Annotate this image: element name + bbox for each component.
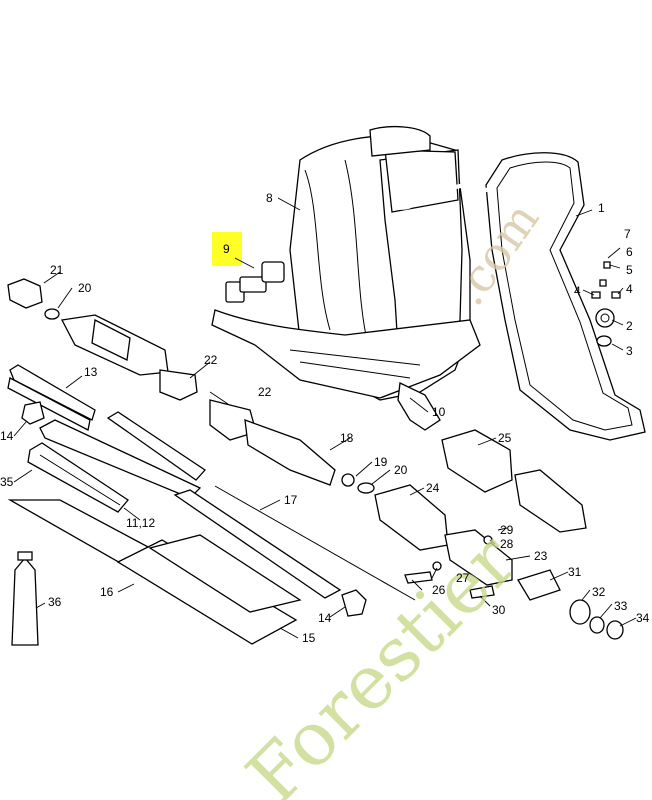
callout-24: 24 xyxy=(426,481,440,495)
callout-28: 28 xyxy=(500,537,514,551)
callout-21: 21 xyxy=(50,263,64,277)
callout-25: 25 xyxy=(498,431,512,445)
callout-36: 36 xyxy=(48,595,62,609)
callout-14b: 14 xyxy=(318,611,332,625)
grease-tube xyxy=(11,551,39,646)
callout-20b: 20 xyxy=(394,463,408,477)
callout-14a: 14 xyxy=(0,429,14,443)
callout-20a: 20 xyxy=(78,281,92,295)
waist-belt xyxy=(211,309,481,431)
callout-22a: 22 xyxy=(204,353,218,367)
callout-4a: 4 xyxy=(574,284,581,298)
left-tube-parts xyxy=(7,278,416,601)
callout-31: 31 xyxy=(568,565,582,579)
callout-35: 35 xyxy=(0,475,14,489)
callout-17: 17 xyxy=(284,493,298,507)
callout-9-highlight xyxy=(212,232,242,266)
callout-32: 32 xyxy=(592,585,606,599)
callout-15: 15 xyxy=(302,631,316,645)
callout-18: 18 xyxy=(340,431,354,445)
callout-8: 8 xyxy=(266,191,273,205)
callout-19: 19 xyxy=(374,455,388,469)
callout-13: 13 xyxy=(84,365,98,379)
callout-23: 23 xyxy=(534,549,548,563)
callout-2: 2 xyxy=(626,319,633,333)
callout-3: 3 xyxy=(626,344,633,358)
callout-labels: 1 2 3 4 4 5 6 7 8 9 10 11,12 13 14 14 15… xyxy=(0,191,650,645)
callout-34: 34 xyxy=(636,611,650,625)
callout-26: 26 xyxy=(432,583,446,597)
callout-16: 16 xyxy=(100,585,114,599)
callout-4b: 4 xyxy=(626,282,633,296)
label-sheets xyxy=(7,499,302,645)
callout-27: 27 xyxy=(456,571,470,585)
callout-6: 6 xyxy=(626,245,633,259)
callout-5: 5 xyxy=(626,263,633,277)
callout-9: 9 xyxy=(223,242,230,256)
callout-22b: 22 xyxy=(258,385,272,399)
backpack-frame xyxy=(485,152,646,441)
callout-1: 1 xyxy=(598,201,605,215)
callout-11-12: 11,12 xyxy=(126,516,155,530)
leader-lines xyxy=(13,197,637,639)
buckle-part xyxy=(212,232,285,303)
callout-33: 33 xyxy=(614,599,628,613)
hardware-screws xyxy=(591,261,621,347)
right-components xyxy=(341,429,624,640)
callout-10: 10 xyxy=(432,405,446,419)
callout-30: 30 xyxy=(492,603,506,617)
callout-7: 7 xyxy=(624,227,631,241)
callout-29: 29 xyxy=(500,523,514,537)
